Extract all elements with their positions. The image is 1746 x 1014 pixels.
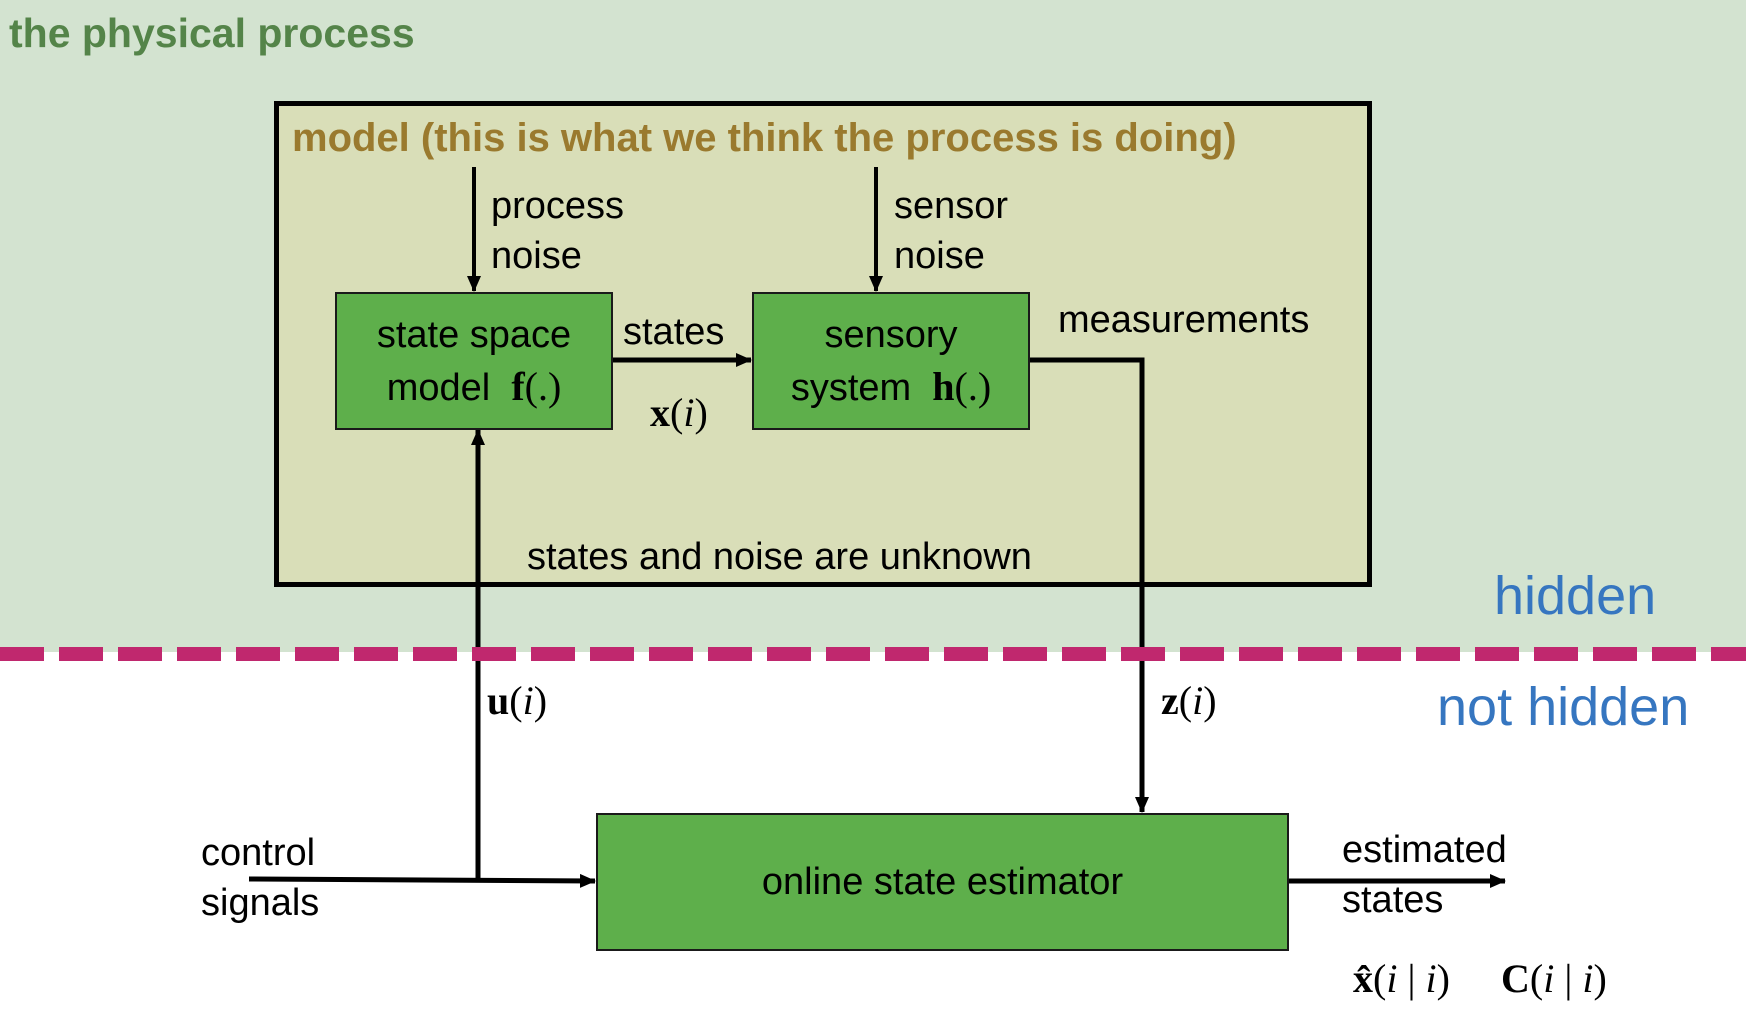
- online-state-estimator-block: online state estimator: [596, 813, 1289, 951]
- process-noise-line1: process: [491, 185, 625, 227]
- sensory-line1: sensory: [824, 313, 958, 356]
- control-signals-line1: control: [201, 832, 316, 874]
- h-function-symbol: h: [932, 363, 955, 409]
- sensory-system-block: sensory system h(.): [752, 292, 1030, 430]
- hidden-label: hidden: [1494, 566, 1657, 626]
- control-signals-arrow: [248, 873, 596, 888]
- model-title: model (this is what we think the process…: [292, 116, 1237, 160]
- not-hidden-label: not hidden: [1437, 677, 1690, 737]
- states-label: states: [623, 311, 725, 353]
- sensor-noise-line1: sensor: [894, 185, 1009, 227]
- process-noise-line2: noise: [491, 235, 582, 277]
- control-input-symbol: u(i): [487, 678, 548, 723]
- process-noise-label: process noise: [491, 181, 624, 281]
- state-space-line1: state space: [376, 313, 572, 356]
- state-space-model-block: state space model f(.): [335, 292, 613, 430]
- estimated-states-label: estimated states: [1342, 825, 1507, 925]
- control-signals-line2: signals: [201, 882, 320, 924]
- estimated-states-line2: states: [1342, 879, 1444, 921]
- sensory-line2: system h(.): [791, 361, 991, 414]
- measurement-symbol: z(i): [1161, 678, 1217, 723]
- state-space-model-word: model: [386, 366, 491, 409]
- f-function-args: (.): [524, 363, 562, 409]
- measurements-line: [1029, 357, 1149, 813]
- sensory-system-word: system: [790, 366, 912, 409]
- measurements-label: measurements: [1058, 299, 1310, 341]
- sensor-noise-line2: noise: [894, 235, 985, 277]
- control-signals-label: control signals: [201, 828, 319, 928]
- covariance-symbol: C(i | i): [1501, 956, 1607, 1001]
- state-vector-symbol: x(i): [650, 390, 708, 435]
- estimated-states-line1: estimated: [1342, 829, 1507, 871]
- sensor-noise-label: sensor noise: [894, 181, 1008, 281]
- f-function-symbol: f: [511, 363, 525, 409]
- state-space-line2: model f(.): [377, 361, 571, 414]
- state-estimate-symbol: x̂(i | i): [1353, 956, 1450, 1001]
- h-function-args: (.): [954, 363, 992, 409]
- physical-process-title: the physical process: [9, 10, 415, 56]
- unknown-note: states and noise are unknown: [527, 536, 1032, 578]
- estimator-label: online state estimator: [761, 861, 1124, 903]
